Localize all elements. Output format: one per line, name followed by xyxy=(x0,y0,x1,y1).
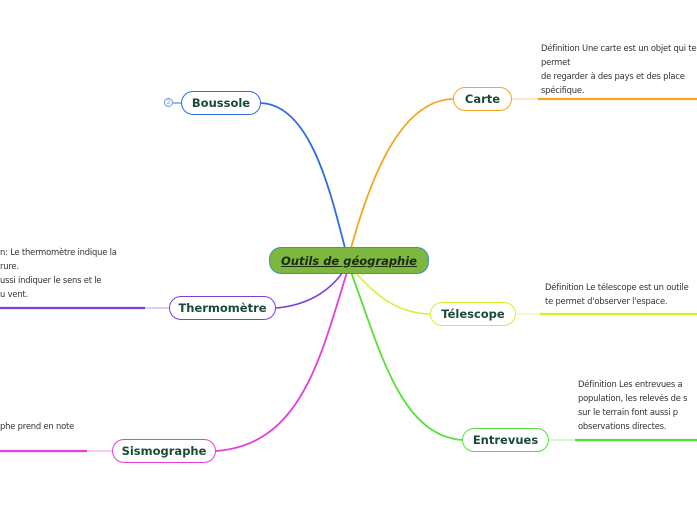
central-topic[interactable]: Outils de géographie xyxy=(269,247,429,274)
link-entrevues xyxy=(350,271,463,441)
link-carte xyxy=(350,98,454,249)
note-entrevues: Définition Les entrevues a population, l… xyxy=(578,379,688,431)
note-thermometre: n: Le thermomètre indique la rure. ussi … xyxy=(0,247,117,299)
topic-boussole[interactable]: Boussole xyxy=(181,91,261,115)
link-thermometre xyxy=(275,271,344,309)
note-telescope: Définition Le télescope est un outile te… xyxy=(545,282,689,306)
topic-sismographe[interactable]: Sismographe xyxy=(112,439,216,463)
topic-carte[interactable]: Carte xyxy=(453,87,512,111)
topic-telescope[interactable]: Télescope xyxy=(430,302,516,326)
link-sismographe xyxy=(215,271,348,452)
link-boussole xyxy=(260,102,346,249)
note-sismographe: phe prend en note xyxy=(0,421,75,431)
topic-thermometre[interactable]: Thermomètre xyxy=(169,296,276,320)
topic-entrevues[interactable]: Entrevues xyxy=(462,428,549,452)
collapsed-count-badge[interactable]: 2 xyxy=(164,98,173,107)
link-telescope xyxy=(354,271,431,315)
note-carte: Définition Une carte est un objet qui te… xyxy=(541,43,697,95)
